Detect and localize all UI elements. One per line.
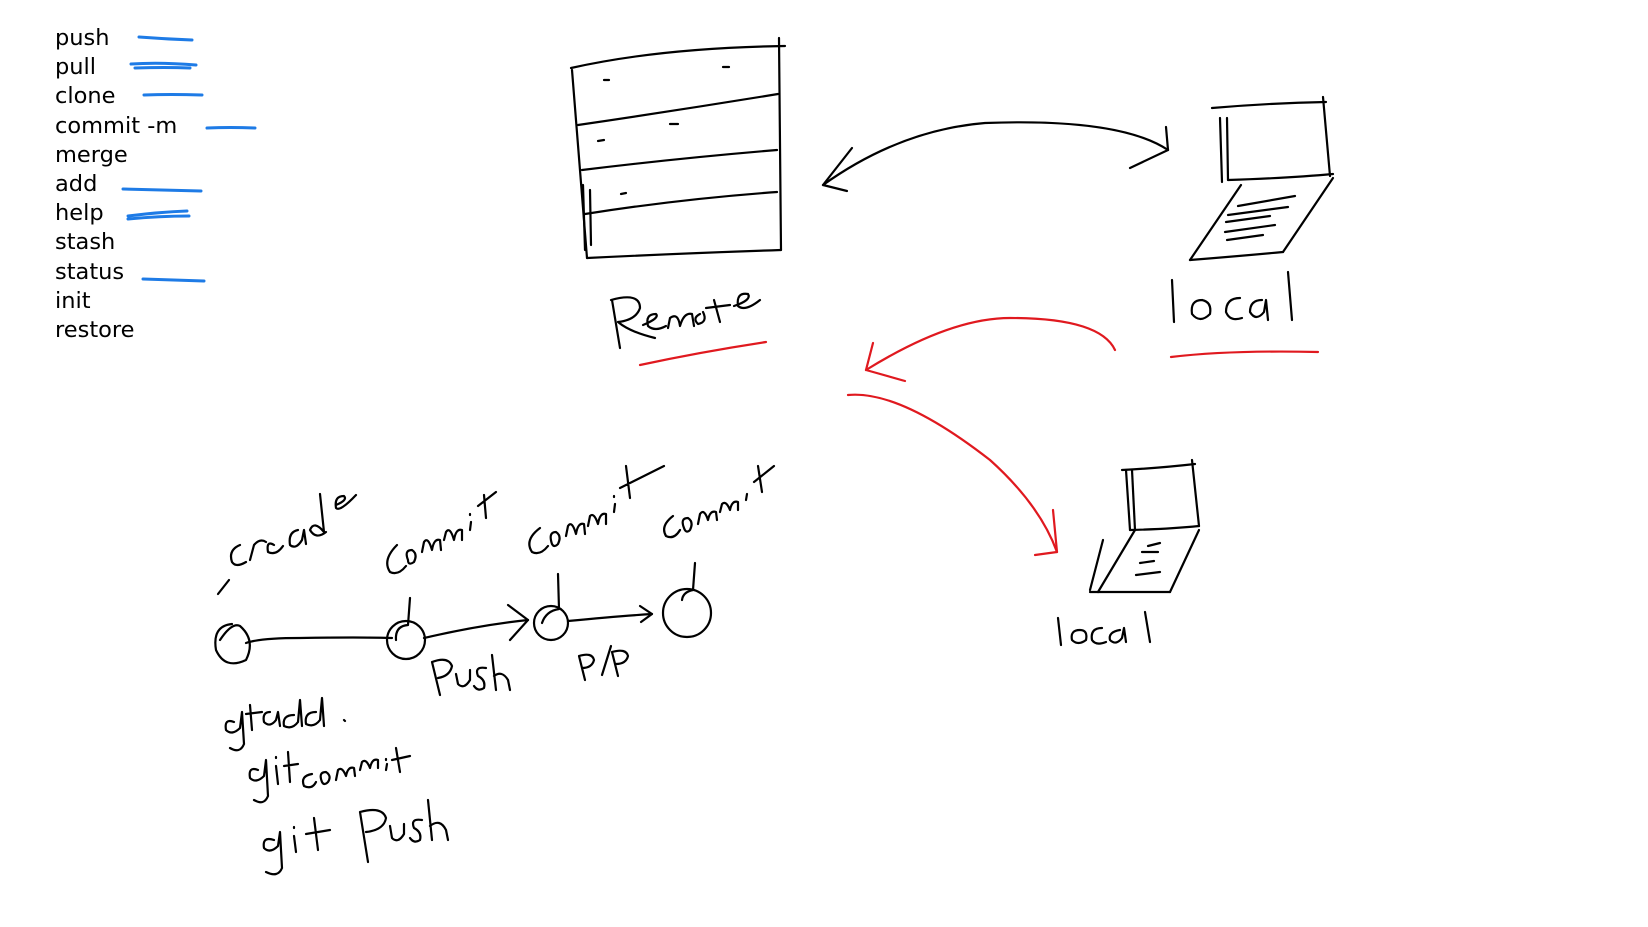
highlight-pull (129, 61, 198, 70)
label-commit-3 (663, 464, 776, 539)
command-merge: merge (55, 141, 128, 168)
highlight-status (141, 277, 206, 283)
remote-underline (638, 340, 768, 367)
sync-arrow (821, 121, 1170, 193)
node-commit-1 (385, 619, 427, 661)
local-underline (1169, 350, 1320, 359)
label-commit-1 (386, 490, 498, 575)
command-status: status (55, 258, 125, 285)
node-create (214, 622, 251, 665)
highlight-push (137, 35, 194, 42)
laptop-icon (1188, 95, 1335, 262)
remote-label (609, 292, 768, 367)
command-restore: restore (55, 317, 135, 344)
node-commit-2 (532, 604, 570, 642)
label-commit-2 (528, 464, 666, 555)
cmd-git-commit (248, 746, 412, 804)
label-push (430, 653, 512, 697)
label-create (229, 492, 358, 567)
create-tick (216, 578, 231, 596)
server-icon (569, 36, 787, 260)
git-command-list: push pull clone commit -m merge add help… (55, 24, 177, 345)
local-label-top (1169, 270, 1320, 359)
command-pull: pull (55, 54, 97, 81)
highlight-clone (142, 93, 204, 97)
commit-graph-labels (229, 464, 776, 697)
label-pp (577, 644, 630, 682)
red-arrows (846, 316, 1117, 557)
command-highlights (121, 35, 257, 283)
command-commit: commit -m (55, 112, 178, 139)
cmd-git-push (262, 798, 450, 876)
highlight-add (121, 187, 203, 193)
git-commands-handwritten (224, 696, 450, 876)
cmd-git-add (224, 696, 347, 752)
arrow-remote-to-local (846, 393, 1059, 554)
command-clone: clone (55, 83, 116, 110)
local-label-bottom (1056, 610, 1152, 647)
command-add: add (55, 171, 98, 198)
highlight-commit (205, 126, 257, 130)
arrow-local-to-remote (864, 316, 1117, 372)
highlight-help (126, 209, 191, 221)
command-help: help (55, 200, 104, 227)
laptop-icon-bottom (1088, 458, 1201, 594)
command-init: init (55, 287, 91, 314)
command-push: push (55, 25, 110, 51)
commit-graph (214, 561, 713, 665)
command-stash: stash (55, 229, 116, 256)
node-commit-3 (661, 587, 713, 639)
